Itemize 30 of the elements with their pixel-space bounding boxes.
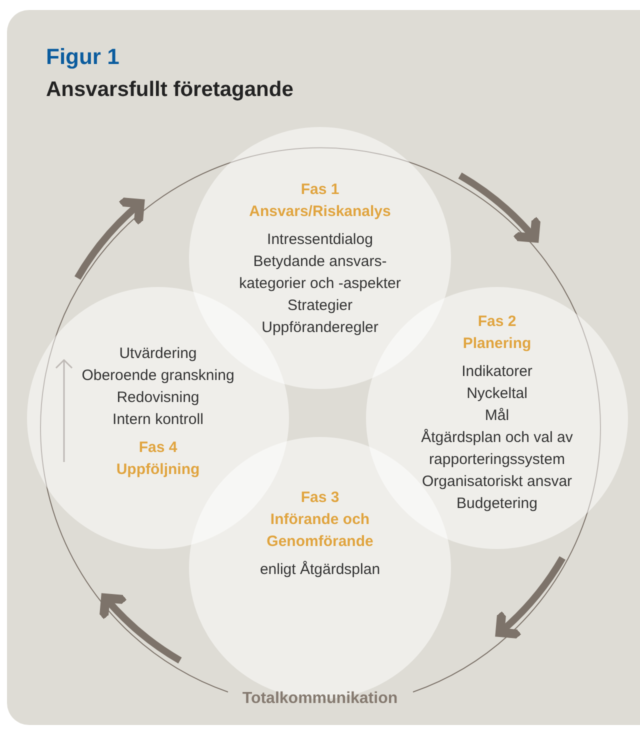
phase-item: Intressentdialog — [267, 230, 373, 250]
figure-title: Ansvarsfullt företagande — [46, 77, 294, 103]
phase-item: Budgetering — [456, 494, 538, 514]
phase-item: Mål — [484, 406, 510, 426]
phase-item: Åtgärdsplan och val av rapporteringssystem — [420, 428, 574, 470]
ring-label: Totalkommunikation — [241, 689, 399, 709]
phase-heading: Fas 4 — [138, 438, 178, 458]
phase-item: Nyckeltal — [466, 384, 528, 404]
phase-item: Organisatoriskt ansvar — [422, 472, 572, 492]
phase-heading: Ansvars/Riskanalys — [249, 202, 391, 222]
phase-heading: Fas 1 — [300, 180, 340, 200]
phase-heading: Fas 3 — [300, 488, 340, 508]
phase-item: enligt Åtgärdsplan — [260, 560, 380, 580]
cycle-arrow — [74, 198, 145, 280]
phase-item: Intern kontroll — [112, 410, 204, 430]
phase-item: Redovisning — [116, 388, 200, 408]
phase-item: Indikatorer — [462, 362, 532, 382]
phase-item: Utvärdering — [119, 344, 197, 364]
cycle-arrow — [100, 593, 182, 664]
cycle-arrow — [458, 172, 540, 243]
phase-item: Strategier — [287, 296, 353, 316]
phase-heading: Uppföljning — [116, 460, 200, 480]
phase-heading: Införande och Genomförande — [266, 510, 374, 552]
figure-number: Figur 1 — [46, 43, 120, 71]
cycle-arrow — [495, 556, 566, 638]
phase-heading: Fas 2 — [478, 312, 516, 332]
phase-heading: Planering — [462, 334, 532, 354]
phase-item: Betydande ansvars- kategorier och -aspekter — [238, 252, 402, 294]
phase-item: Uppföranderegler — [262, 318, 378, 338]
phase-item: Oberoende granskning — [82, 366, 234, 386]
